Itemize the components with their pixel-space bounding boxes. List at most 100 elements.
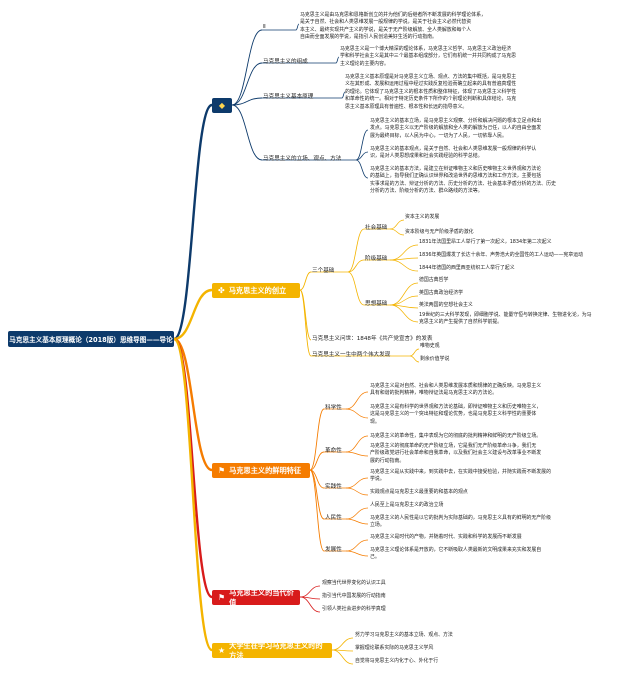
thought-item: 英法两国的空想社会主义 <box>419 302 473 308</box>
edge-founding-two <box>299 289 312 357</box>
method-line: 的基础上，指导我们正确认识世界和改造世界的思维方法和工作方法，主要包括 <box>370 173 542 180</box>
basic-principles-line: 的理论。它体现了马克思主义的根本性质和整体特征，体现了马克思主义科学性 <box>345 88 517 95</box>
revolutionary-line: 展的行动指南。 <box>370 457 405 464</box>
branch-features-label: 马克思主义的鲜明特征 <box>229 465 302 475</box>
method-line: 分析的方法、阶级分析的方法、群众路线的方法等。 <box>370 188 483 195</box>
revolutionary-line: 马克思主义的革命性，集中表现为它的彻底的批判精神和鲜明的无产阶级立场。 <box>370 433 542 439</box>
people-text: 马克思主义的人民性是以它的批判为实际基础的，马克思主义具有的鲜明的无产阶级立场。 <box>370 515 551 530</box>
edge-text <box>295 23 300 31</box>
label-roman-two: Ⅱ <box>263 24 266 30</box>
thought-item: 英国古典政治经济学 <box>419 290 464 296</box>
label-revolutionary: 革命性 <box>325 448 342 454</box>
revolutionary-text: 马克思主义的彻底革命的无产阶级立场，它是我们无产阶级革命斗争，我们无产阶级政党进… <box>370 443 541 465</box>
edge-value-item <box>299 585 321 598</box>
edge-feature-item <box>345 487 369 496</box>
label-thought-foundation: 思想基础 <box>365 301 388 307</box>
basic-principles-line: 和革命性的统一。相对于特定历史条件下所作的个别理论判断和具体结论，马克 <box>345 96 517 103</box>
edge-features-rev <box>309 451 325 471</box>
flag-icon: ⚑ <box>218 593 226 602</box>
branch-study-method[interactable]: ★ 大学生在学习马克思主义时的方法 <box>212 640 332 660</box>
discovery-item: 唯物史观 <box>420 343 440 349</box>
edge-overview-ii <box>231 29 263 106</box>
developmental-line: 马克思主义理论体系是开放的，它不断吸取人类最新的文明成果来充实和发展自 <box>370 547 542 553</box>
revolutionary-line: 马克思主义的彻底革命的无产阶级立场，它是我们无产阶级革命斗争，我们无 <box>370 443 537 449</box>
class-item: 1844年德国的西里西亚纺织工人举行了起义 <box>419 265 515 271</box>
science-discovery-note: 19世纪的三大科学发现，即细胞学说、能量守恒与转换定律、生物进化论，为马克思主义… <box>419 312 592 327</box>
branch-features[interactable]: ⚑ 马克思主义的鲜明特征 <box>212 463 310 478</box>
value-item: 指引当代中国发展的行动指南 <box>322 593 386 599</box>
label-practical: 实践性 <box>325 484 342 490</box>
edge-feature-item <box>345 518 369 525</box>
edge-thought-item <box>389 282 419 306</box>
basic-principles-text: 马克思主义基本原理是对马克思主义立场、观点、方法的集中概括，是马克思主义在其形成… <box>345 74 516 111</box>
scientific-line: 马克思主义是有科学的世界观和方法论基础，即辩证唯物主义和历史唯物主义， <box>370 404 542 410</box>
edge-founding-manifesto <box>299 289 312 341</box>
basic-principles-line: 思主义基本原理具有普遍性、根本性和长远的指导意义。 <box>345 103 468 110</box>
label-scientific: 科学性 <box>325 405 342 411</box>
edge-root-overview <box>173 103 213 341</box>
edge-thought-item <box>389 304 419 323</box>
branch-overview[interactable]: ◆ <box>212 98 232 113</box>
branch-study-method-label: 大学生在学习马克思主义时的方法 <box>229 640 323 660</box>
practical-line: 实践观点是马克思主义最重要的和基本的观点 <box>370 489 468 495</box>
edge-feature-item <box>345 408 369 419</box>
edge-feature-item <box>345 477 369 489</box>
method-line: 实事求是的方法、辩证分析的方法、历史分析的方法、社会基本矛盾分析的方法、历史 <box>370 180 556 187</box>
social-item: 资本阶级与无产阶级矛盾的激化 <box>405 229 474 235</box>
value-item: 引领人类社会进步的科学真理 <box>322 606 386 612</box>
people-line: 人民至上是马克思主义的政治立场 <box>370 502 444 508</box>
edge-thought-item <box>389 295 419 306</box>
science-note-line: 19世纪的三大科学发现，即细胞学说、能量守恒与转换定律、生物进化论，为马 <box>419 312 592 318</box>
label-social-foundation: 社会基础 <box>365 225 388 231</box>
class-item: 1831年法国里昂工人举行了第一次起义，1834年第二次起义 <box>419 239 552 245</box>
edge-study-item <box>331 637 354 651</box>
branch-founding[interactable]: ✤ 马克思主义的创立 <box>212 283 300 298</box>
view-line: 识，是对人类思想成果和社会实践经验的科学总结。 <box>370 153 483 160</box>
edge-root-founding <box>173 288 213 341</box>
method-line: 马克思主义的基本方法，是建立在辩证唯物主义和历史唯物主义世界观和方法论 <box>370 166 542 172</box>
revolutionary-line: 产阶级政党进行社会革命和自我革命，以及我们社会主义建设与改革事业不断发 <box>370 450 542 457</box>
class-item: 1836年英国爆发了长达十余年、声势浩大的全国性的工人运动——宪章运动 <box>419 252 584 258</box>
composition-line: 马克思主义是一个博大精深的理论体系，马克思主义哲学、马克思主义政治经济 <box>340 46 512 52</box>
label-composition: 马克思主义的组成 <box>263 59 308 65</box>
composition-text: 马克思主义是一个博大精深的理论体系，马克思主义哲学、马克思主义政治经济学和科学社… <box>340 46 516 68</box>
edge-founding-three <box>299 271 312 291</box>
people-line: 马克思主义的人民性是以它的批判为实际基础的，马克思主义具有的鲜明的无产阶级 <box>370 515 551 521</box>
revolutionary-text: 马克思主义的革命性，集中表现为它的彻底的批判精神和鲜明的无产阶级立场。 <box>370 433 541 440</box>
label-developmental: 发展性 <box>325 547 342 553</box>
definition-line: 本主义、最终实现共产主义的学说，是关于无产阶级解放、全人类解放和每个人 <box>300 26 472 33</box>
value-item: 观察当代世界变化的认识工具 <box>322 580 386 586</box>
method-item: 自觉将马克思主义内化于心、外化于行 <box>355 658 439 664</box>
view-line: 马克思主义的基本观点，是关于自然、社会和人类思维发展一般规律的科学认 <box>370 146 537 152</box>
edge-features-sci <box>309 408 325 471</box>
definition-line: 马克思主义是由马克思和恩格斯创立的并为他们的后继者所不断发展的科学理论体系， <box>300 12 486 18</box>
scientific-text: 马克思主义是对自然、社会和人类思维发展本质和规律的正确反映。马克思主义具有和谐的… <box>370 383 541 398</box>
edge-two-item <box>409 348 420 357</box>
branch-contemporary-value[interactable]: ⚑ 马克思主义的当代价值 <box>212 588 300 607</box>
edge-social-item <box>389 219 405 230</box>
label-people: 人民性 <box>325 515 342 521</box>
edge-feature-item <box>345 539 369 552</box>
edge-social-item <box>389 228 405 236</box>
edge-value-item <box>299 596 321 613</box>
people-text: 人民至上是马克思主义的政治立场 <box>370 502 443 509</box>
practical-text: 马克思主义是从实践中来，到实践中去，在实践中接受检验，并随实践而不断发展的学说。 <box>370 469 551 484</box>
edge-overview-basic <box>231 97 263 106</box>
edge-stance-s1 <box>355 151 369 161</box>
edge-overview-stance <box>231 104 263 161</box>
edge-root-features <box>173 337 213 472</box>
leaf-icon: ✤ <box>218 286 225 295</box>
branch-founding-label: 马克思主义的创立 <box>228 285 287 295</box>
flag-icon: ⚑ <box>218 466 226 475</box>
label-stance-view-method: 马克思主义的立场、观点、方法 <box>263 156 342 162</box>
label-two-discoveries: 马克思主义一生中两个伟大发现 <box>312 352 391 358</box>
composition-line: 主义理论的主要内容。 <box>340 60 389 67</box>
view-text: 马克思主义的基本观点，是关于自然、社会和人类思维发展一般规律的科学认识，是对人类… <box>370 146 536 161</box>
root-node[interactable]: 马克思主义基本原理概论（2018版）思维导图——导论 <box>8 331 174 347</box>
developmental-line: 己。 <box>370 554 380 561</box>
practical-text: 实践观点是马克思主义最重要的和基本的观点 <box>370 489 468 496</box>
developmental-text: 马克思主义理论体系是开放的，它不断吸取人类最新的文明成果来充实和发展自己。 <box>370 547 541 562</box>
label-three-foundations: 三个基础 <box>312 268 335 274</box>
scientific-line: 马克思主义是对自然、社会和人类思维发展本质和规律的正确反映。马克思主义 <box>370 383 542 389</box>
